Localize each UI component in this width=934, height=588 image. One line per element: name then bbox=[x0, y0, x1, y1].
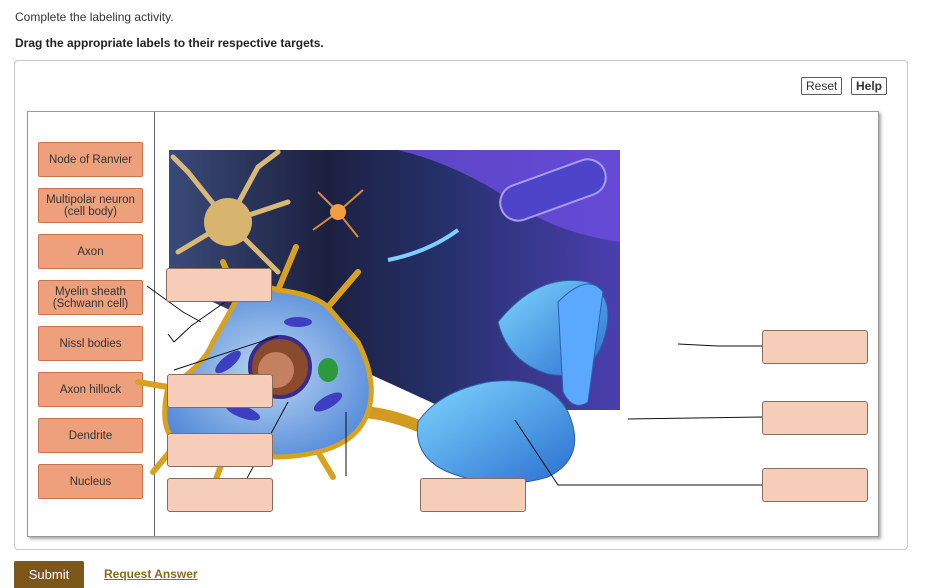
drop-target-2[interactable] bbox=[167, 374, 273, 408]
label-axon[interactable]: Axon bbox=[38, 234, 143, 269]
drop-target-8[interactable] bbox=[762, 468, 868, 502]
drop-target-6[interactable] bbox=[762, 330, 868, 364]
label-bank: Node of Ranvier Multipolar neuron (cell … bbox=[28, 112, 155, 536]
neuron-illustration bbox=[135, 149, 763, 496]
help-button[interactable]: Help bbox=[851, 77, 888, 95]
request-answer-link[interactable]: Request Answer bbox=[104, 567, 198, 581]
reset-button[interactable]: Reset bbox=[801, 77, 843, 95]
label-multipolar-neuron[interactable]: Multipolar neuron (cell body) bbox=[38, 188, 143, 223]
drag-drop-workspace: Node of Ranvier Multipolar neuron (cell … bbox=[27, 111, 879, 537]
drop-target-4[interactable] bbox=[167, 478, 273, 512]
label-myelin-sheath[interactable]: Myelin sheath (Schwann cell) bbox=[38, 280, 143, 315]
label-dendrite[interactable]: Dendrite bbox=[38, 418, 143, 453]
drop-target-1[interactable] bbox=[166, 268, 272, 302]
drop-target-7[interactable] bbox=[762, 401, 868, 435]
submit-button[interactable]: Submit bbox=[14, 561, 84, 588]
labeling-activity: Reset Help Node of Ranvier Multipolar ne… bbox=[14, 60, 908, 550]
instruction-text: Complete the labeling activity. bbox=[15, 10, 174, 24]
label-node-of-ranvier[interactable]: Node of Ranvier bbox=[38, 142, 143, 177]
drop-target-3[interactable] bbox=[167, 433, 273, 467]
drop-target-5[interactable] bbox=[420, 478, 526, 512]
label-axon-hillock[interactable]: Axon hillock bbox=[38, 372, 143, 407]
instruction-heading: Drag the appropriate labels to their res… bbox=[15, 36, 324, 50]
label-nucleus[interactable]: Nucleus bbox=[38, 464, 143, 499]
label-nissl-bodies[interactable]: Nissl bodies bbox=[38, 326, 143, 361]
